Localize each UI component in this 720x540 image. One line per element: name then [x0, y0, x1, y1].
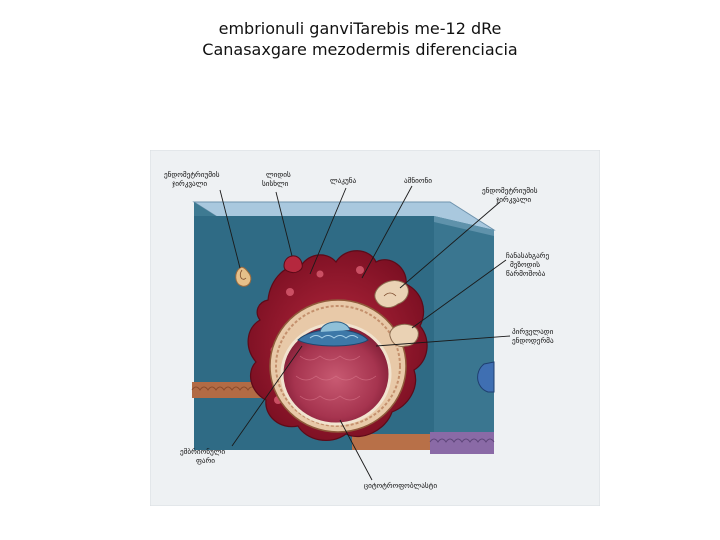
title-line-2: Canasaxgare mezodermis diferenciacia: [0, 39, 720, 60]
surface-epithelium-right: [430, 432, 494, 454]
label-cytotrophoblast: ციტოტროფობლასტი: [364, 481, 437, 490]
embryo-illustration: ენდომეტრიუმის ჯირკვალი ლიდის სისხლი ლაკუ…: [150, 150, 600, 506]
label-amnion: ამნიონი: [404, 176, 432, 185]
label-primary-endoderm: პირველადი ენდოდერმა: [512, 327, 556, 345]
title-line-1: embrionuli ganviTarebis me-12 dRe: [0, 18, 720, 39]
slide-title: embrionuli ganviTarebis me-12 dRe Canasa…: [0, 18, 720, 60]
maternal-blood-vessel: [284, 256, 302, 273]
label-lacuna: ლაკუნა: [330, 176, 356, 185]
embryo-figure: ენდომეტრიუმის ჯირკვალი ლიდის სისხლი ლაკუ…: [150, 150, 600, 506]
